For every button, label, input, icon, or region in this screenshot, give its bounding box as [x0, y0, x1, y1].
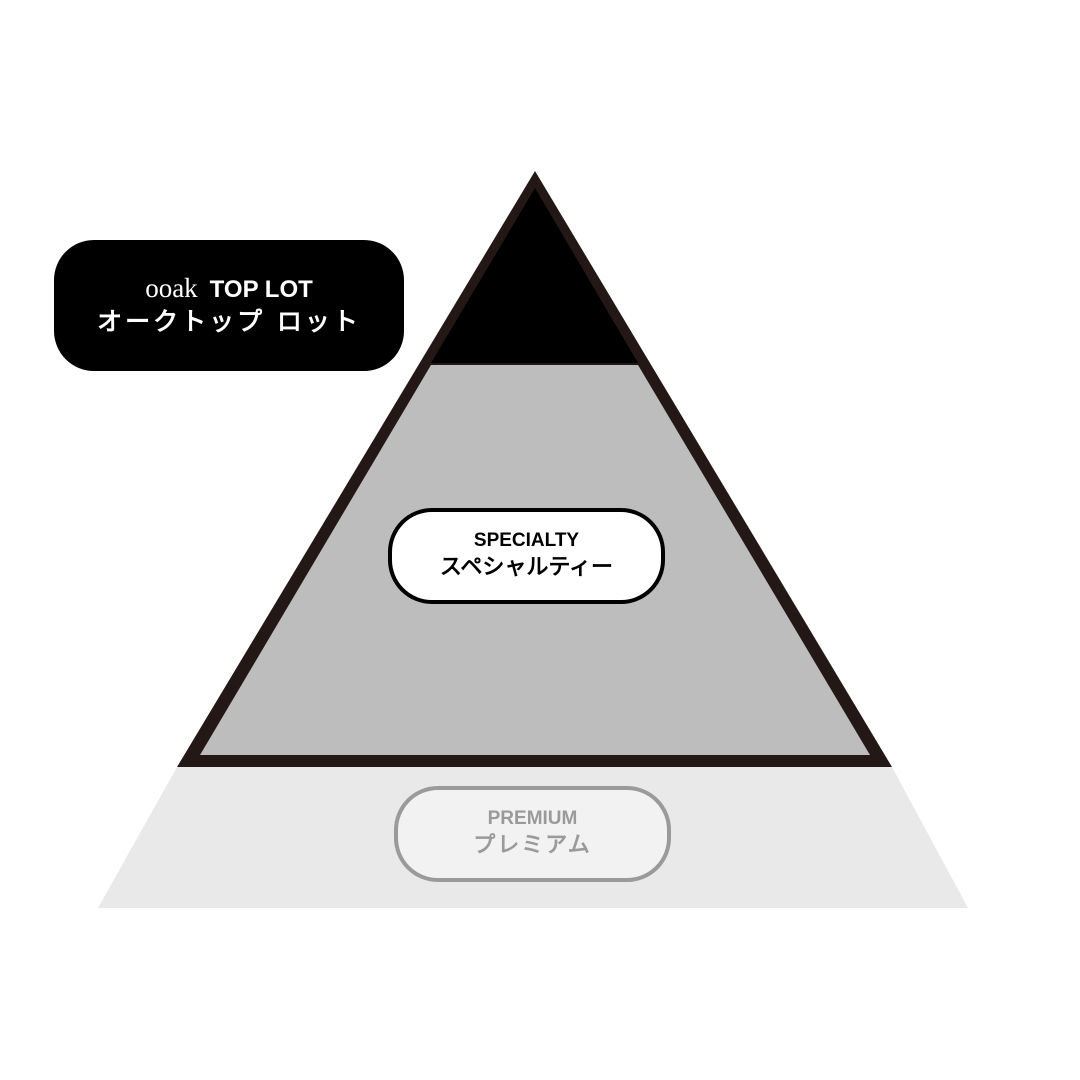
- brand-name: ooak: [145, 272, 198, 303]
- specialty-label: SPECIALTY スペシャルティー: [388, 508, 665, 604]
- premium-en: PREMIUM: [487, 808, 578, 829]
- top-lot-tier: [431, 188, 638, 363]
- specialty-en: SPECIALTY: [473, 530, 580, 551]
- specialty-ja: スペシャルティー: [439, 555, 614, 580]
- top-lot-ja: オークトップ ロット: [97, 306, 361, 336]
- top-lot-label: ooak TOP LOT オークトップ ロット: [54, 240, 404, 371]
- top-lot-en: TOP LOT: [209, 275, 313, 303]
- premium-ja: プレミアム: [473, 833, 592, 858]
- top-lot-title: ooak TOP LOT: [145, 273, 313, 305]
- premium-label: PREMIUM プレミアム: [394, 786, 671, 882]
